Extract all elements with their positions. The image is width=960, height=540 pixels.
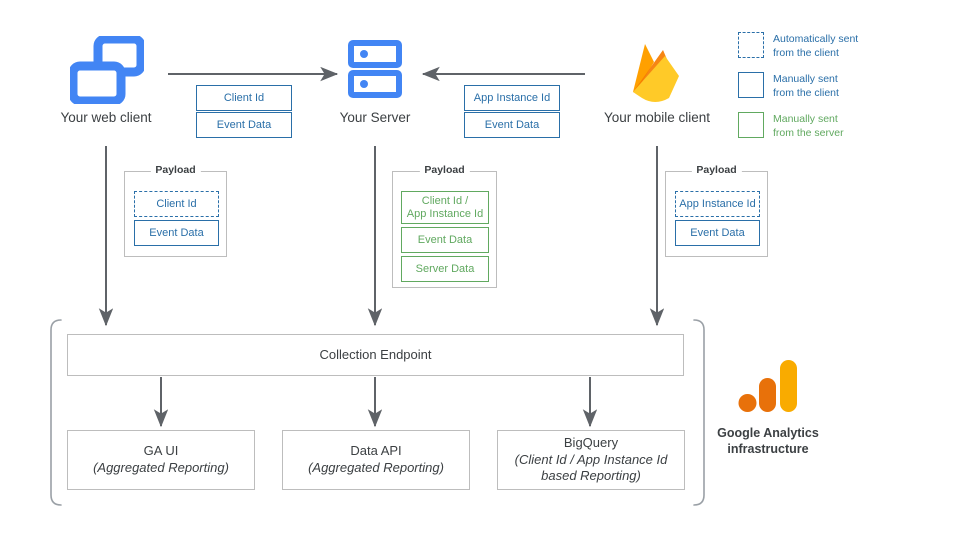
payload-mobile-client-title: Payload — [691, 164, 742, 176]
payload-server: Payload Client Id / App Instance Id Even… — [392, 164, 497, 288]
google-analytics-caption: Google Analytics infrastructure — [717, 426, 819, 457]
payload-chip-app-instance-id: App Instance Id — [675, 191, 760, 217]
output-data-api-subtitle: (Aggregated Reporting) — [308, 460, 444, 475]
collection-endpoint-label: Collection Endpoint — [319, 346, 432, 362]
infrastructure-bracket-right — [693, 319, 705, 506]
transit-chip-app-instance-id: App Instance Id — [464, 85, 560, 111]
firebase-icon — [620, 36, 692, 113]
web-client-label: Your web client — [60, 110, 152, 125]
payload-chip-client-id: Client Id — [134, 191, 219, 217]
output-bigquery-subtitle: (Client Id / App Instance Id based Repor… — [514, 451, 668, 484]
payload-mobile-client: Payload App Instance Id Event Data — [665, 164, 768, 257]
output-box-data-api: Data API (Aggregated Reporting) — [282, 430, 470, 490]
transit-chip-client-id: Client Id — [196, 85, 292, 111]
legend-item-manual-client: Manually sent from the client — [738, 72, 839, 101]
legend-label-manual-server: Manually sent from the server — [773, 113, 844, 139]
payload-web-client: Payload Client Id Event Data — [124, 164, 227, 257]
legend-label-automatic-client: Automatically sent from the client — [773, 33, 859, 59]
dashed-blue-square-icon — [738, 32, 764, 58]
output-ga-ui-subtitle: (Aggregated Reporting) — [93, 460, 229, 475]
payload-web-client-title: Payload — [150, 164, 201, 176]
output-bigquery-title: BigQuery — [563, 435, 619, 451]
mobile-client-label: Your mobile client — [603, 110, 711, 125]
legend-item-manual-server: Manually sent from the server — [738, 112, 844, 141]
payload-server-title: Payload — [419, 164, 470, 176]
payload-chip-client-or-app-instance-id: Client Id / App Instance Id — [401, 191, 489, 224]
output-box-ga-ui: GA UI (Aggregated Reporting) — [67, 430, 255, 490]
legend-item-automatic-client: Automatically sent from the client — [738, 32, 858, 61]
solid-blue-square-icon — [738, 72, 764, 98]
payload-chip-event-data: Event Data — [134, 220, 219, 246]
legend-label-manual-client: Manually sent from the client — [773, 73, 839, 99]
transit-chip-event-data-mobile: Event Data — [464, 112, 560, 138]
output-ga-ui-title: GA UI — [143, 443, 179, 459]
payload-chip-server-data: Server Data — [401, 256, 489, 282]
collection-endpoint-box: Collection Endpoint — [67, 334, 684, 376]
output-box-bigquery: BigQuery (Client Id / App Instance Id ba… — [497, 430, 685, 490]
infrastructure-bracket-left — [50, 319, 62, 506]
web-client-icon — [68, 34, 146, 109]
server-label: Your Server — [339, 110, 411, 125]
google-analytics-icon — [738, 360, 800, 425]
output-data-api-title: Data API — [350, 443, 402, 459]
transit-chip-event-data: Event Data — [196, 112, 292, 138]
payload-chip-event-data-mobile: Event Data — [675, 220, 760, 246]
server-icon — [348, 40, 402, 105]
payload-chip-event-data-server: Event Data — [401, 227, 489, 253]
solid-green-square-icon — [738, 112, 764, 138]
